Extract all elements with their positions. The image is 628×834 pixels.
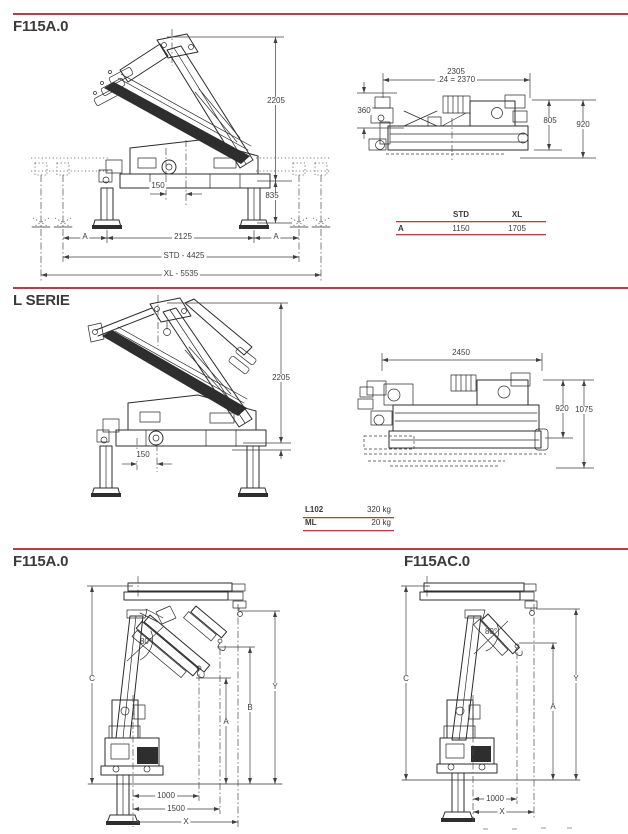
dim-label-lserie-2205: 2205 <box>270 373 292 382</box>
section3-left-title: F115A.0 <box>13 553 69 570</box>
dim-label-height-2205: 2205 <box>265 96 287 105</box>
dim-label-lserie-920: 920 <box>553 404 571 413</box>
dim-label-1000-right: 1000 <box>484 794 506 803</box>
section3-right-title: F115AC.0 <box>404 553 470 570</box>
dim-label-width-2305: 2305 <box>447 67 465 76</box>
dim-label-c-right: C <box>401 674 411 683</box>
dim-label-c-left: C <box>87 674 97 683</box>
section2-rear-view-drawing <box>357 353 594 469</box>
section2-divider <box>13 287 628 289</box>
dim-label-x-left: X <box>181 817 191 826</box>
section1-side-dimensions <box>41 36 321 277</box>
dim-label-b-left: B <box>245 703 255 712</box>
table1-value-xl: 1705 <box>508 224 526 233</box>
dim-label-x-right: X <box>497 807 507 816</box>
dim-label-width-jib-2370: .24 = 2370 <box>434 75 478 84</box>
dim-label-xl-span: XL - 5535 <box>161 269 201 278</box>
dim-label-805: 805 <box>541 116 559 125</box>
dim-label-span-2125: 2125 <box>172 232 194 241</box>
table2-value-ml: 20 kg <box>371 518 391 527</box>
section1-side-view-drawing <box>31 29 331 281</box>
section3-divider <box>13 548 628 550</box>
dim-label-a-right: A <box>271 232 281 241</box>
table1-header-xl: XL <box>511 210 523 219</box>
dim-label-offset-150: 150 <box>149 181 167 190</box>
dim-label-width-2450: 2450 <box>452 348 470 357</box>
section2-title: L SERIE <box>13 292 70 309</box>
dim-label-a-right-fig3: A <box>548 702 558 711</box>
table1-bottom-rule <box>396 234 546 236</box>
ghost-outriggers <box>31 157 331 281</box>
section1-rear-view-drawing <box>357 73 596 160</box>
dim-label-1075: 1075 <box>573 405 595 414</box>
angle-label-right: 80° <box>484 627 498 636</box>
table2-rule-1 <box>303 517 394 519</box>
table2-label-l102: L102 <box>305 505 324 514</box>
section3-right-drawing <box>401 576 581 822</box>
table1-header-std: STD <box>453 210 469 219</box>
dim-label-std-span: STD - 4425 <box>161 251 207 260</box>
dim-label-1000-left: 1000 <box>155 791 177 800</box>
section3-left-dimensions <box>87 585 280 824</box>
table2-value-l102: 320 kg <box>366 505 391 514</box>
table1-value-std: 1150 <box>452 224 470 233</box>
dim-label-1500-left: 1500 <box>165 804 187 813</box>
dim-label-height-835: 835 <box>263 191 281 200</box>
dim-label-920: 920 <box>574 120 592 129</box>
table1-header-rule <box>396 221 546 223</box>
angle-label-left: 80° <box>139 637 153 646</box>
section1-title: F115A.0 <box>13 18 69 35</box>
section3-right-dimensions <box>401 585 580 814</box>
section1-divider <box>13 13 628 15</box>
table2-rule-2 <box>303 530 394 532</box>
table2-label-ml: ML <box>305 518 317 527</box>
dim-label-y-left: Y <box>270 682 280 691</box>
section2-side-view-drawing <box>87 295 291 497</box>
table1-row-label: A <box>398 224 404 233</box>
dim-label-a-left-fig3: A <box>221 717 231 726</box>
cropped-footer-marks <box>483 827 572 830</box>
dim-label-360: 360 <box>355 106 373 115</box>
dim-label-lserie-150: 150 <box>134 450 152 459</box>
section3-left-drawing <box>87 576 283 827</box>
dim-label-y-right: Y <box>571 674 581 683</box>
dim-label-a-left: A <box>80 232 90 241</box>
